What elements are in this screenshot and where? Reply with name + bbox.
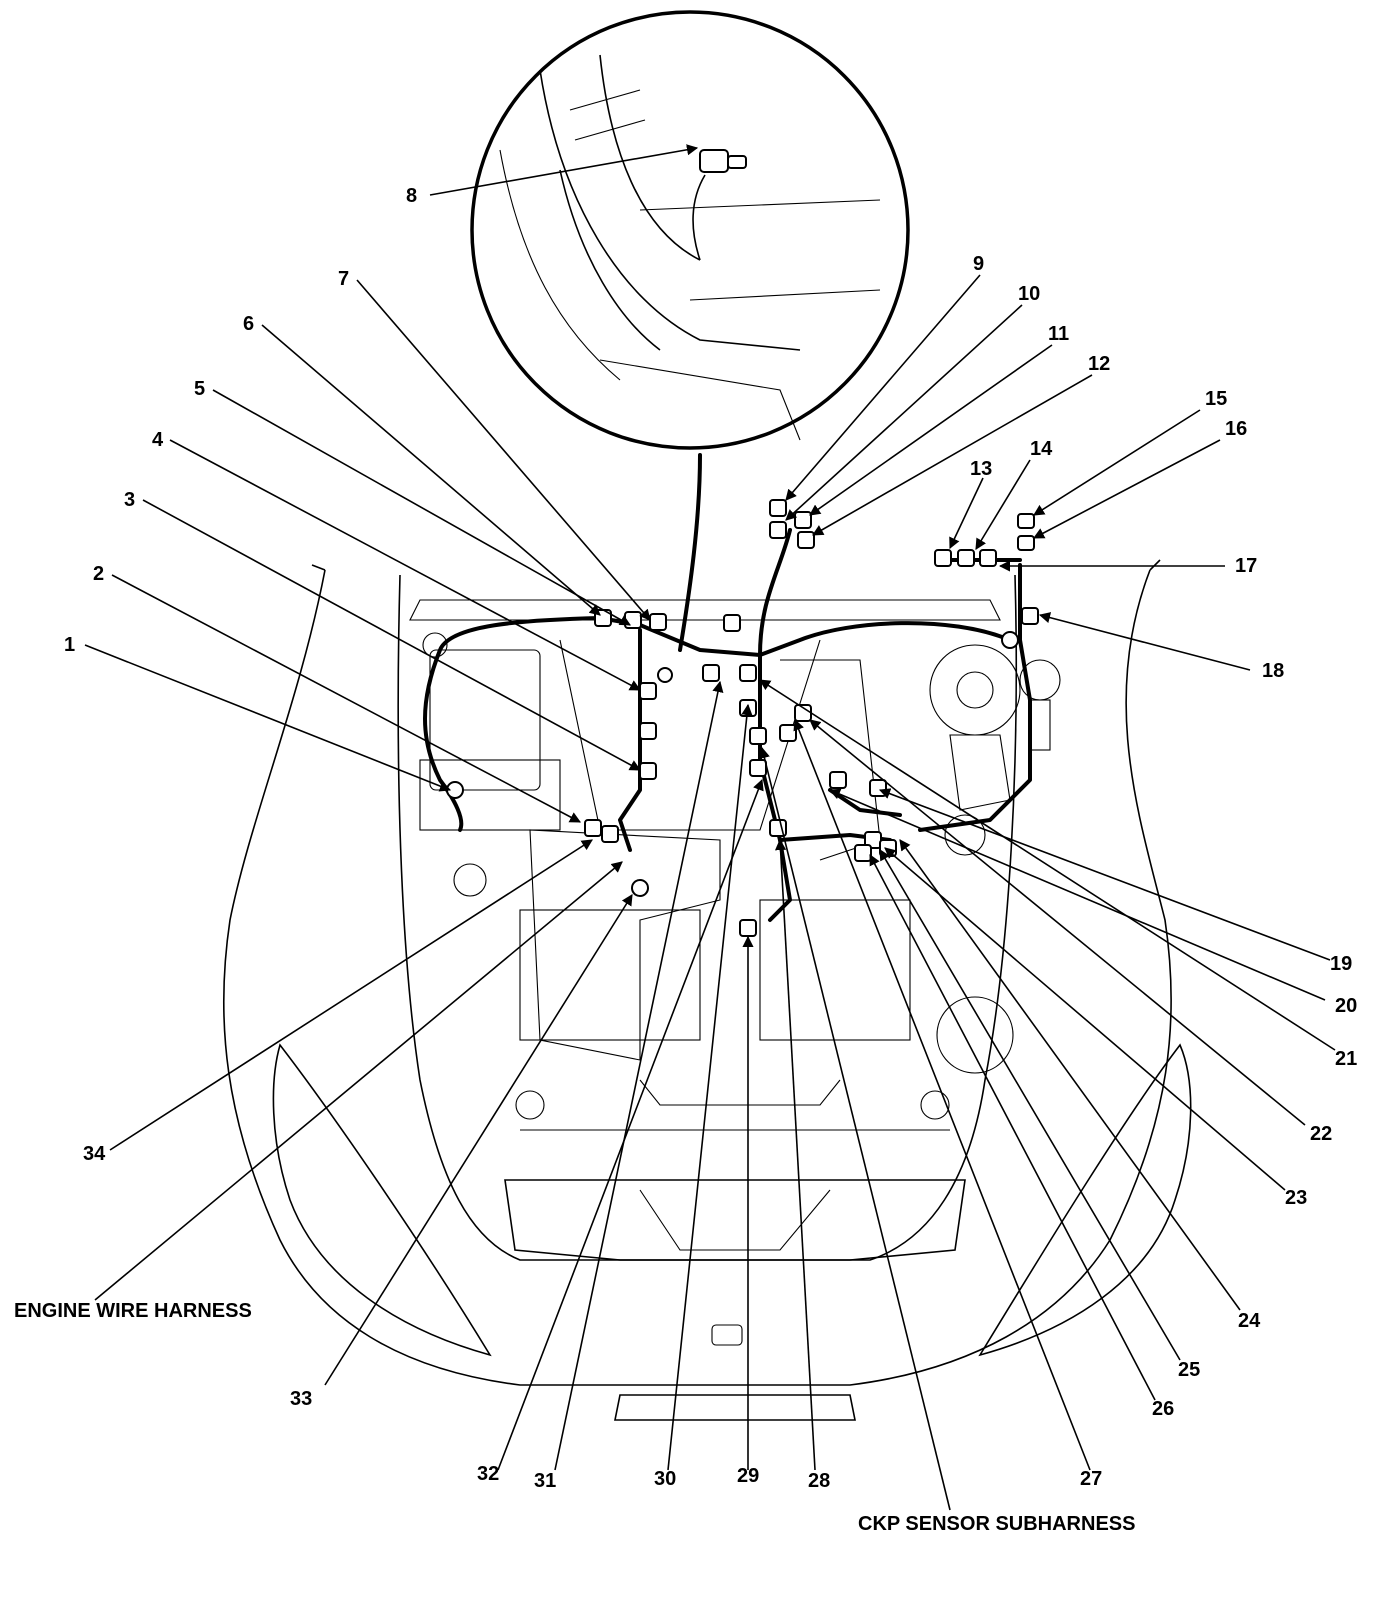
callout-5: 5	[194, 378, 205, 400]
callout-22: 22	[1310, 1123, 1332, 1145]
callout-4: 4	[152, 429, 164, 451]
leader-lines	[84, 144, 1336, 1511]
callout-16: 16	[1225, 418, 1247, 440]
callout-30: 30	[654, 1468, 676, 1490]
engine-wire-harness-caption: ENGINE WIRE HARNESS	[14, 1300, 252, 1322]
callout-12: 12	[1088, 353, 1110, 375]
ckp-sensor-subharness-caption: CKP SENSOR SUBHARNESS	[858, 1513, 1135, 1535]
callout-18: 18	[1262, 660, 1284, 682]
callout-17: 17	[1235, 555, 1257, 577]
detail-inset	[470, 10, 910, 652]
callout-11: 11	[1048, 323, 1069, 345]
callout-19: 19	[1330, 953, 1352, 975]
callout-2: 2	[93, 563, 104, 585]
callout-15: 15	[1205, 388, 1227, 410]
callout-3: 3	[124, 489, 135, 511]
callout-28: 28	[808, 1470, 830, 1492]
callout-1: 1	[64, 634, 75, 656]
callout-29: 29	[737, 1465, 759, 1487]
callout-31: 31	[534, 1470, 556, 1492]
vehicle-body	[222, 559, 1192, 1421]
callout-14: 14	[1030, 438, 1053, 460]
callout-20: 20	[1335, 995, 1357, 1017]
callout-34: 34	[83, 1143, 106, 1165]
callout-7: 7	[338, 268, 349, 290]
callout-32: 32	[477, 1463, 499, 1485]
callout-13: 13	[970, 458, 992, 480]
callout-labels: 1 2 3 4 5 6 7 8 9 10 11 12 13 14 15 16 1…	[64, 185, 1357, 1492]
callout-24: 24	[1238, 1310, 1261, 1332]
callout-9: 9	[973, 253, 984, 275]
callout-6: 6	[243, 313, 254, 335]
callout-26: 26	[1152, 1398, 1174, 1420]
callout-10: 10	[1018, 283, 1040, 305]
callout-25: 25	[1178, 1359, 1200, 1381]
connectors	[446, 499, 1039, 937]
callout-27: 27	[1080, 1468, 1102, 1490]
callout-33: 33	[290, 1388, 312, 1410]
callout-21: 21	[1335, 1048, 1357, 1070]
wire-harness	[423, 528, 1032, 922]
callout-23: 23	[1285, 1187, 1307, 1209]
callout-8: 8	[406, 185, 417, 207]
